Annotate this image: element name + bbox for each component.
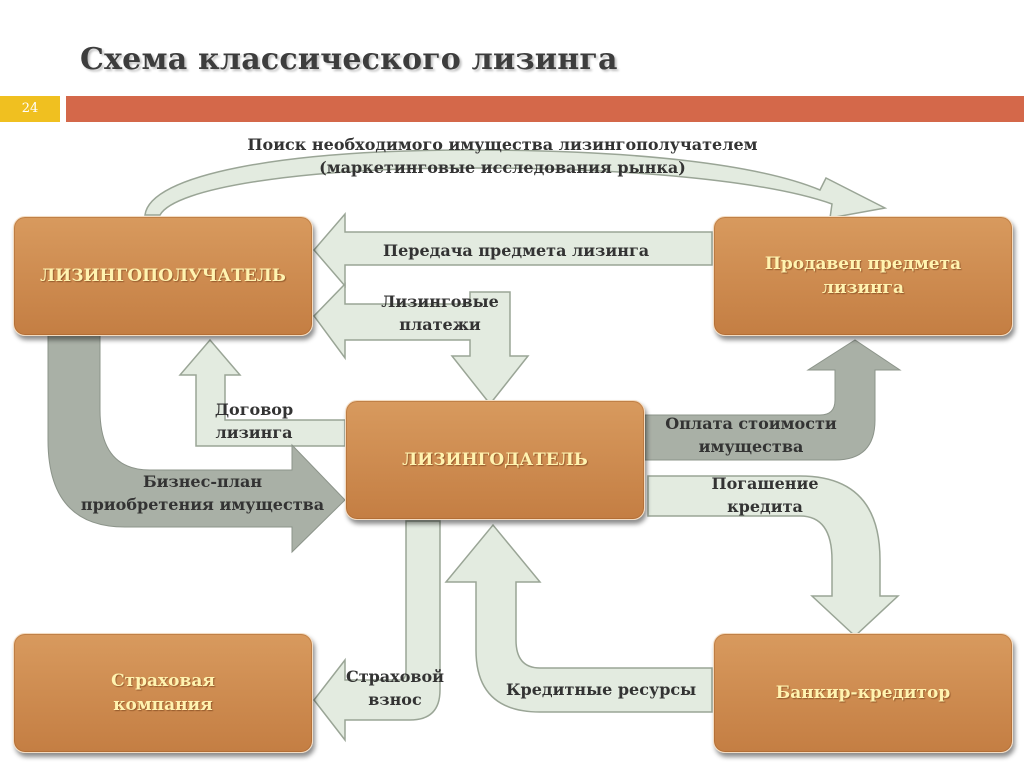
arrow-transfer: [313, 211, 713, 289]
box-bank-label: Банкир-кредитор: [775, 683, 951, 703]
label-payment-cost: Оплата стоимости имущества: [665, 414, 837, 456]
label-search: Поиск необходимого имущества лизингополу…: [247, 135, 758, 177]
label-repayment: Погашение кредита: [711, 474, 819, 516]
arrow-business-plan: [47, 334, 346, 554]
label-insurance-fee: Страховой взнос: [345, 667, 445, 709]
box-seller: Продавец предмета лизинга: [713, 216, 1013, 336]
arrow-lease-payments: [313, 282, 530, 406]
box-lessee: ЛИЗИНГОПОЛУЧАТЕЛЬ: [13, 216, 313, 336]
arrow-search: [144, 149, 888, 219]
box-insurer: Страховая компания: [13, 633, 313, 753]
arrow-contract: [178, 338, 346, 447]
slide-title: Схема классического лизинга: [80, 42, 618, 77]
box-lessor-label: ЛИЗИНГОДАТЕЛЬ: [402, 450, 588, 470]
arrow-credit-resources: [444, 523, 713, 713]
label-lease-payments: Лизинговые платежи: [381, 292, 499, 334]
box-bank: Банкир-кредитор: [713, 633, 1013, 753]
slide-number-badge: 24: [0, 96, 60, 122]
box-lessee-label: ЛИЗИНГОПОЛУЧАТЕЛЬ: [40, 266, 286, 286]
label-credit-resources: Кредитные ресурсы: [506, 680, 697, 699]
label-business-plan: Бизнес-план приобретения имущества: [80, 472, 325, 514]
arrow-payment-cost: [644, 339, 902, 461]
arrow-repayment: [647, 475, 900, 638]
label-transfer: Передача предмета лизинга: [383, 241, 650, 260]
box-lessor: ЛИЗИНГОДАТЕЛЬ: [345, 400, 645, 520]
box-insurer-label: Страховая компания: [111, 671, 215, 715]
title-bar: [66, 96, 1024, 122]
label-contract: Договор лизинга: [214, 400, 294, 442]
slide-number: 24: [21, 101, 39, 116]
box-seller-label: Продавец предмета лизинга: [764, 254, 962, 298]
arrow-insurance-fee: [313, 520, 441, 743]
